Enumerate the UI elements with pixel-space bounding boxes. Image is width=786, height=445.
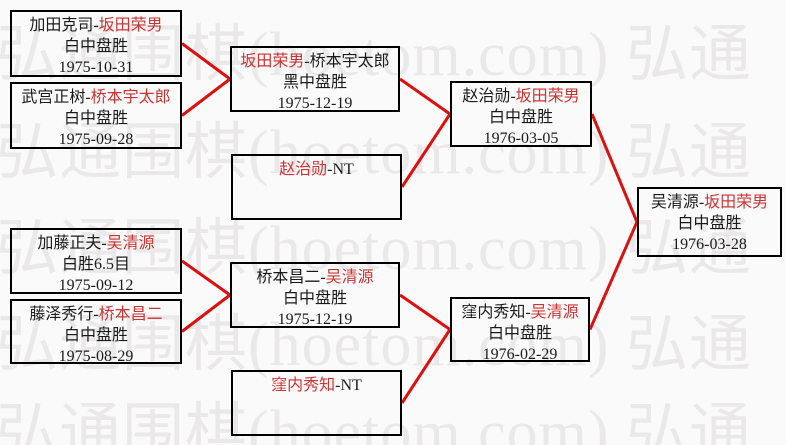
match-box-r1-m4: 藤泽秀行-桥本昌二白中盘胜 1975-08-29: [10, 299, 182, 365]
winner-name: 赵治勋: [279, 161, 328, 178]
player-name: 桥本宇太郎: [309, 53, 390, 70]
match-result: 白中盘胜: [487, 325, 552, 342]
player-name: 武宫正树: [21, 89, 86, 106]
match-result: 白中盘胜: [488, 109, 553, 126]
winner-name: 吴清源: [325, 269, 374, 286]
match-date: 1976-03-05: [483, 130, 559, 147]
bracket-connector: [181, 42, 231, 81]
player-name: 加田克司: [29, 17, 94, 34]
match-box-r2-m2: 桥本昌二-吴清源白中盘胜 1975-12-19: [230, 262, 400, 328]
winner-name: 窪内秀知: [271, 377, 336, 394]
bracket-connector: [400, 113, 452, 188]
winner-name: 吴清源: [530, 304, 579, 321]
bracket-connector: [181, 259, 231, 297]
match-players: 加藤正夫-吴清源: [12, 233, 180, 254]
match-players: 赵治勋-NT: [233, 159, 400, 180]
winner-name: 吴清源: [106, 235, 155, 252]
bracket-connector: [399, 293, 451, 331]
winner-name: 桥本昌二: [98, 306, 163, 323]
player-separator: -: [85, 89, 91, 106]
match-players: 加田克司-坂田荣男: [12, 15, 180, 36]
bracket-connector: [400, 328, 452, 404]
match-players: 桥本昌二-吴清源: [232, 267, 398, 288]
winner-name: 坂田荣男: [98, 17, 163, 34]
match-box-r1-m1: 加田克司-坂田荣男白中盘胜 1975-10-31: [10, 10, 182, 77]
player-name: 窪内秀知: [461, 304, 526, 321]
winner-name: 坂田荣男: [515, 88, 580, 105]
match-box-r2-m1: 坂田荣男-桥本宇太郎黑中盘胜 1975-12-19: [230, 46, 400, 112]
player-name: 吴清源: [650, 194, 699, 211]
player-separator: -: [101, 235, 107, 252]
match-box-r1-m2: 武宫正树-桥本宇太郎白中盘胜 1975-09-28: [10, 82, 182, 149]
player-separator: -: [510, 88, 516, 105]
player-separator: -: [320, 269, 326, 286]
match-players: 武宫正树-桥本宇太郎: [12, 87, 180, 108]
match-box-r2-bye2: 窪内秀知-NT: [231, 370, 402, 436]
bracket-connector: [181, 293, 231, 333]
match-players: 吴清源-坂田荣男: [639, 192, 780, 213]
watermark-text: 弘通围棋(hoetom.com) 弘通: [0, 311, 753, 379]
bracket-connector: [588, 221, 639, 331]
match-date: 1975-09-12: [58, 277, 134, 294]
player-name: 藤泽秀行: [29, 306, 94, 323]
player-separator: -: [304, 53, 310, 70]
bracket-connector: [590, 113, 639, 223]
match-result: 白胜6.5目: [61, 256, 130, 273]
match-result: 白中盘胜: [63, 38, 128, 55]
bracket-connector: [181, 77, 231, 117]
player-separator: -: [335, 377, 341, 394]
winner-name: 坂田荣男: [704, 194, 769, 211]
match-date: 1975-10-31: [58, 59, 134, 76]
match-players: 坂田荣男-桥本宇太郎: [232, 51, 398, 72]
bracket-connector: [399, 77, 451, 116]
match-result: 黑中盘胜: [282, 74, 347, 91]
match-result: 白中盘胜: [677, 215, 742, 232]
match-box-r3-m2: 窪内秀知-吴清源白中盘胜 1976-02-29: [450, 297, 590, 363]
match-date: 1976-03-28: [672, 236, 747, 253]
player-name: NT: [340, 377, 362, 394]
player-separator: -: [93, 17, 99, 34]
player-name: 加藤正夫: [37, 235, 102, 252]
player-name: 赵治勋: [462, 88, 511, 105]
match-date: 1975-09-28: [58, 131, 134, 148]
watermark-text: 弘通围棋(hoetom.com) 弘通: [0, 119, 753, 187]
match-result: 白中盘胜: [282, 290, 347, 307]
match-box-r3-m1: 赵治勋-坂田荣男白中盘胜 1976-03-05: [450, 81, 592, 147]
match-players: 藤泽秀行-桥本昌二: [12, 304, 180, 325]
match-date: 1976-02-29: [482, 346, 558, 363]
watermark-text: 弘通围棋(hoetom.com) 弘通: [0, 399, 753, 445]
match-result: 白中盘胜: [63, 327, 128, 344]
match-date: 1975-12-19: [277, 95, 353, 112]
match-result: 白中盘胜: [63, 110, 128, 127]
match-players: 窪内秀知-NT: [233, 375, 400, 396]
match-date: 1975-08-29: [58, 348, 134, 365]
winner-name: 桥本宇太郎: [90, 89, 171, 106]
match-date: 1975-12-19: [277, 311, 353, 328]
player-name: NT: [332, 161, 354, 178]
match-players: 赵治勋-坂田荣男: [452, 86, 590, 107]
match-box-final: 吴清源-坂田荣男白中盘胜 1976-03-28: [637, 187, 782, 257]
player-separator: -: [327, 161, 333, 178]
player-separator: -: [525, 304, 531, 321]
player-separator: -: [698, 194, 705, 211]
player-separator: -: [93, 306, 99, 323]
match-box-r1-m3: 加藤正夫-吴清源白胜6.5目 1975-09-12: [10, 228, 182, 294]
match-box-r2-bye1: 赵治勋-NT: [231, 154, 402, 220]
winner-name: 坂田荣男: [240, 53, 305, 70]
match-players: 窪内秀知-吴清源: [452, 302, 588, 323]
player-name: 桥本昌二: [256, 269, 321, 286]
